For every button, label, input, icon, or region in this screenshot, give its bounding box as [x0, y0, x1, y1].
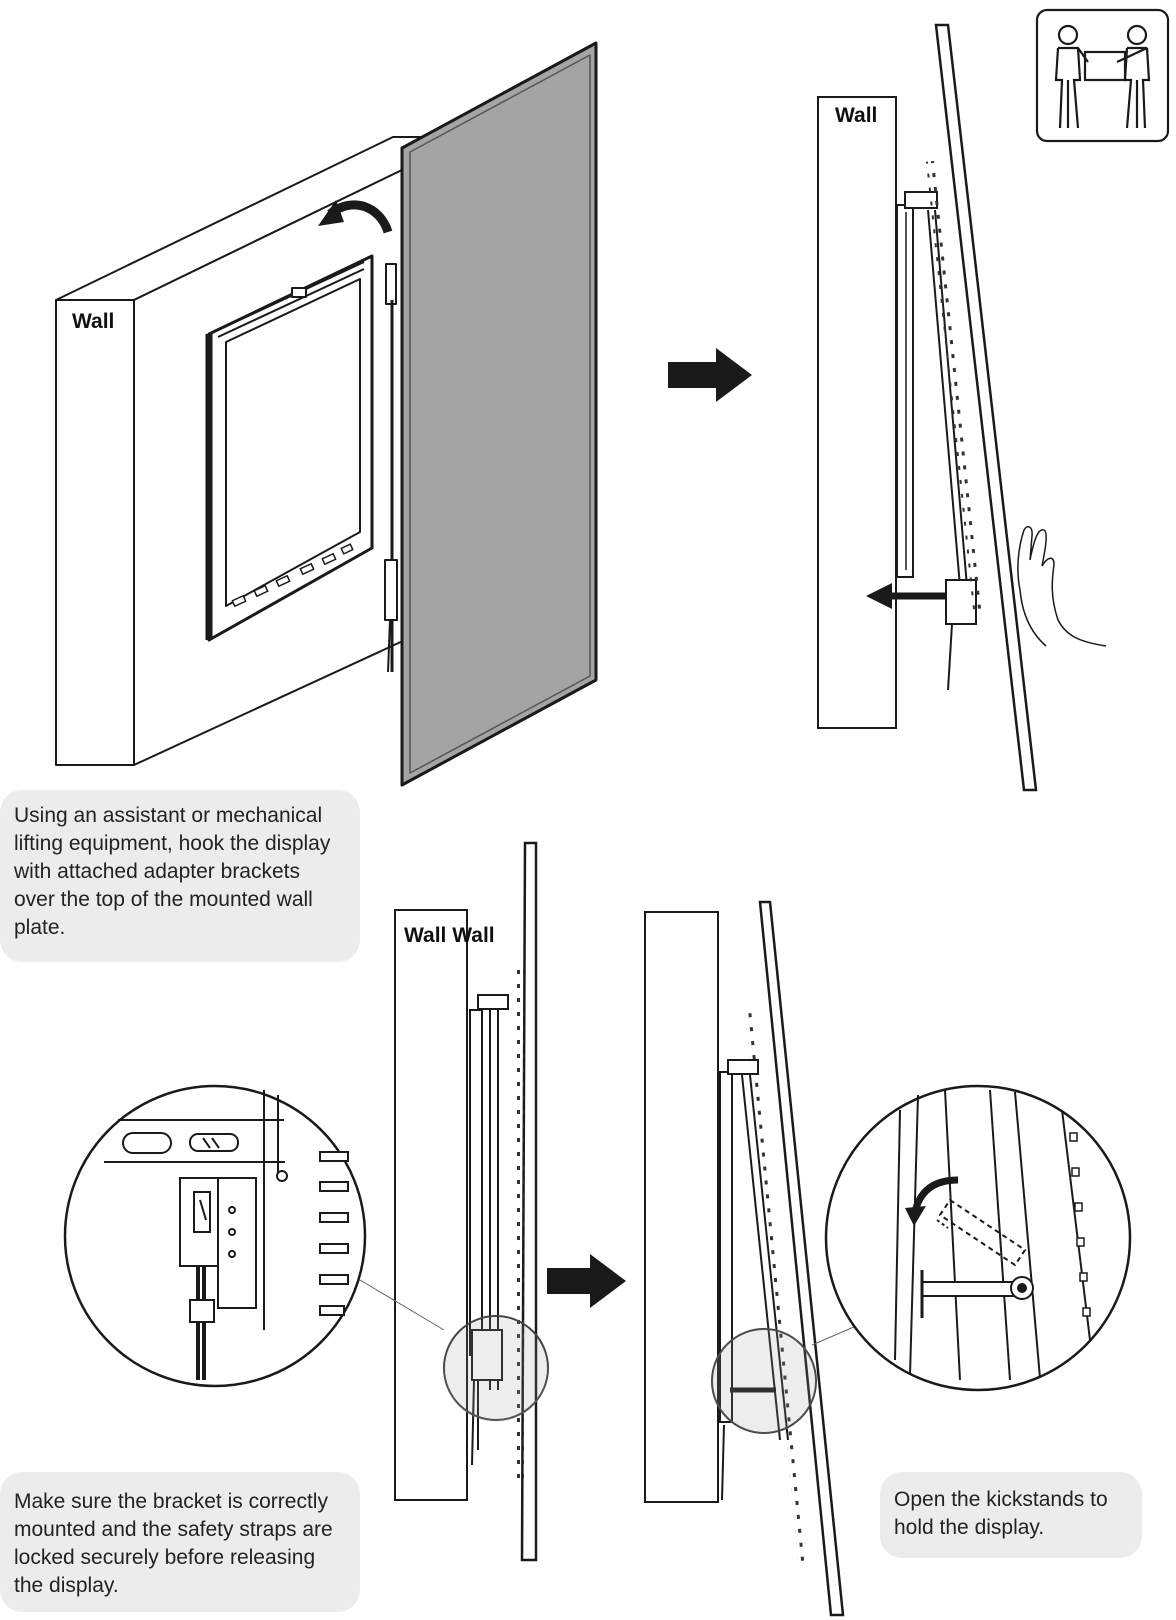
wall-side-3: [394, 909, 468, 1501]
caption-step-2: Make sure the bracket is correctly mount…: [0, 1472, 360, 1612]
detail-spot: [443, 1315, 549, 1421]
wall-side-4: [644, 911, 719, 1503]
panel-4-kickstands: [644, 900, 1132, 1617]
panel-1-wall-display: [55, 41, 598, 787]
wall-label-2: Wall: [835, 104, 878, 127]
wall-label-3: Wall Wall: [404, 924, 495, 947]
wall-side: [817, 96, 897, 729]
panel-2-side-view: [817, 23, 1107, 792]
two-person-lift-icon: [1035, 8, 1170, 143]
panel-3-safety-straps: [63, 841, 549, 1562]
wall-front-face: [55, 299, 135, 766]
rotate-down-arrow-icon: [911, 1176, 959, 1213]
wall-label-1: Wall: [72, 310, 115, 333]
caption-step-1: Using an assistant or mechanical lifting…: [0, 790, 360, 962]
zoom-kickstand-detail: [824, 1084, 1132, 1392]
right-arrow-icon-2: [547, 1254, 626, 1308]
display-screen: [400, 41, 598, 787]
hand-icon: [1017, 525, 1107, 647]
right-arrow-icon: [668, 348, 752, 402]
caption-step-3: Open the kickstands to hold the display.: [880, 1472, 1142, 1558]
